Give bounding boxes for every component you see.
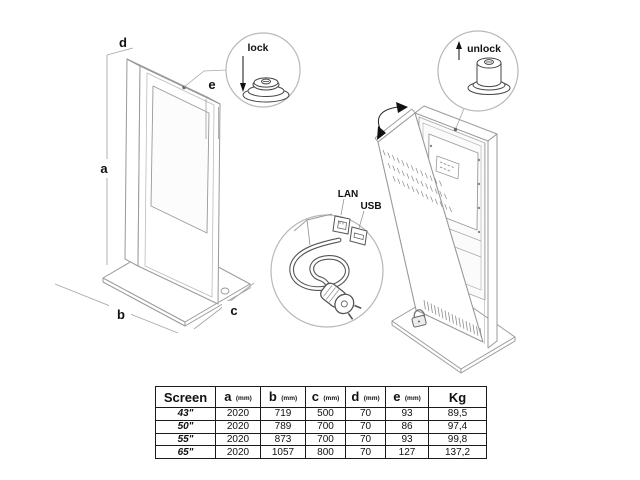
col-header-a: a (mm)	[215, 386, 261, 408]
dimension-d-label: d	[119, 35, 127, 50]
spec-cell: 2020	[215, 419, 261, 434]
col-header-e-unit: (mm)	[404, 395, 421, 402]
spec-cell: 89,5	[428, 407, 487, 421]
spec-cell: 65"	[155, 445, 216, 460]
lan-label: LAN	[338, 189, 359, 200]
dimension-d-line	[106, 47, 134, 56]
col-header-d-letter: d	[351, 389, 360, 404]
unlock-label: unlock	[467, 43, 501, 55]
dimension-e-label: e	[208, 77, 215, 92]
spec-row-65: 65" 2020 1057 800 70 127 137,2	[155, 445, 487, 460]
usb-port-icon	[349, 226, 368, 246]
port-label-leaders	[340, 198, 365, 229]
front-view-kiosk	[102, 58, 251, 327]
spec-table: Screen a (mm) b (mm) c (mm) d (mm) e (mm…	[155, 386, 487, 460]
spec-cell: 86	[385, 419, 429, 434]
unlock-callout-leader	[455, 105, 466, 129]
spec-cell: 43"	[155, 407, 216, 421]
rating-label-plate	[435, 155, 460, 180]
spec-cell: 70	[345, 445, 386, 460]
col-header-d: d (mm)	[345, 386, 386, 408]
cable-callout	[270, 198, 384, 328]
spec-header-row: Screen a (mm) b (mm) c (mm) d (mm) e (mm…	[155, 386, 487, 408]
unlock-arrow-up-icon	[456, 41, 462, 49]
interior-corner-lines	[293, 213, 333, 246]
usb-label: USB	[360, 201, 381, 212]
unlock-button-dot	[453, 127, 458, 132]
dimension-c-label: c	[230, 303, 237, 318]
lock-callout: lock	[225, 32, 301, 108]
col-header-screen: Screen	[155, 386, 216, 408]
door-bottom-vents	[423, 299, 482, 338]
spec-cell: 70	[345, 432, 386, 447]
col-header-c-unit: (mm)	[323, 395, 340, 402]
lock-arrow-down-icon	[240, 83, 246, 92]
col-header-c: c (mm)	[305, 386, 346, 408]
col-header-a-unit: (mm)	[235, 395, 252, 402]
door-top-vents	[382, 149, 452, 213]
col-header-e: e (mm)	[385, 386, 429, 408]
col-header-c-letter: c	[311, 389, 319, 404]
spec-row-55: 55" 2020 873 700 70 93 99,8	[155, 432, 487, 447]
back-view-kiosk	[374, 102, 516, 374]
spec-cell: 70	[345, 407, 386, 421]
spec-cell: 719	[260, 407, 306, 421]
power-cable	[289, 237, 350, 291]
front-kiosk-left-side-face	[124, 58, 141, 267]
col-header-e-letter: e	[393, 389, 401, 404]
power-plug-icon	[320, 282, 362, 320]
col-header-b-letter: b	[268, 389, 277, 404]
spec-cell: 99,8	[428, 432, 487, 447]
spec-cell: 789	[260, 419, 306, 434]
col-header-b-unit: (mm)	[281, 395, 298, 402]
lan-port-icon	[332, 215, 351, 235]
spec-cell: 2020	[215, 407, 261, 421]
spec-cell: 93	[385, 432, 429, 447]
col-header-b: b (mm)	[260, 386, 306, 408]
dimension-e-lines	[205, 99, 219, 139]
kiosk-dimension-diagram: a d e b c lock	[54, 30, 519, 374]
label-b-mask	[109, 305, 131, 321]
front-kiosk-bezel-line	[144, 72, 215, 298]
spec-cell: 2020	[215, 445, 261, 460]
col-header-a-letter: a	[224, 389, 232, 404]
col-header-kg: Kg	[428, 386, 487, 408]
door-swing-arrow-icon	[377, 102, 408, 140]
spec-cell: 873	[260, 432, 306, 447]
label-c-mask	[222, 301, 244, 317]
spec-cell: 800	[305, 445, 346, 460]
spec-cell: 97,4	[428, 419, 487, 434]
padlock-icon	[411, 309, 427, 328]
spec-table-container: Screen a (mm) b (mm) c (mm) d (mm) e (mm…	[155, 386, 487, 460]
spec-row-43: 43" 2020 719 500 70 93 89,5	[155, 407, 487, 421]
spec-cell: 93	[385, 407, 429, 421]
lock-label: lock	[247, 42, 268, 54]
dimension-b-label: b	[117, 307, 125, 322]
spec-cell: 1057	[260, 445, 306, 460]
lock-button-pressed-icon	[242, 77, 290, 103]
back-kiosk-right-side	[487, 133, 498, 349]
spec-cell: 50"	[155, 419, 216, 434]
spec-cell: 700	[305, 432, 346, 447]
spec-cell: 127	[385, 445, 429, 460]
col-header-d-unit: (mm)	[363, 395, 380, 402]
front-kiosk-screen	[150, 85, 210, 234]
unlock-button-raised-icon	[467, 57, 511, 95]
spec-cell: 137,2	[428, 445, 487, 460]
spec-cell: 2020	[215, 432, 261, 447]
spec-cell: 70	[345, 419, 386, 434]
spec-row-50: 50" 2020 789 700 70 86 97,4	[155, 419, 487, 434]
lock-callout-leader	[183, 69, 227, 88]
unlock-callout: unlock	[437, 30, 519, 112]
dimension-a-label: a	[100, 161, 108, 176]
base-cable-hole	[220, 287, 230, 295]
spec-cell: 55"	[155, 432, 216, 447]
spec-cell: 500	[305, 407, 346, 421]
spec-cell: 700	[305, 419, 346, 434]
